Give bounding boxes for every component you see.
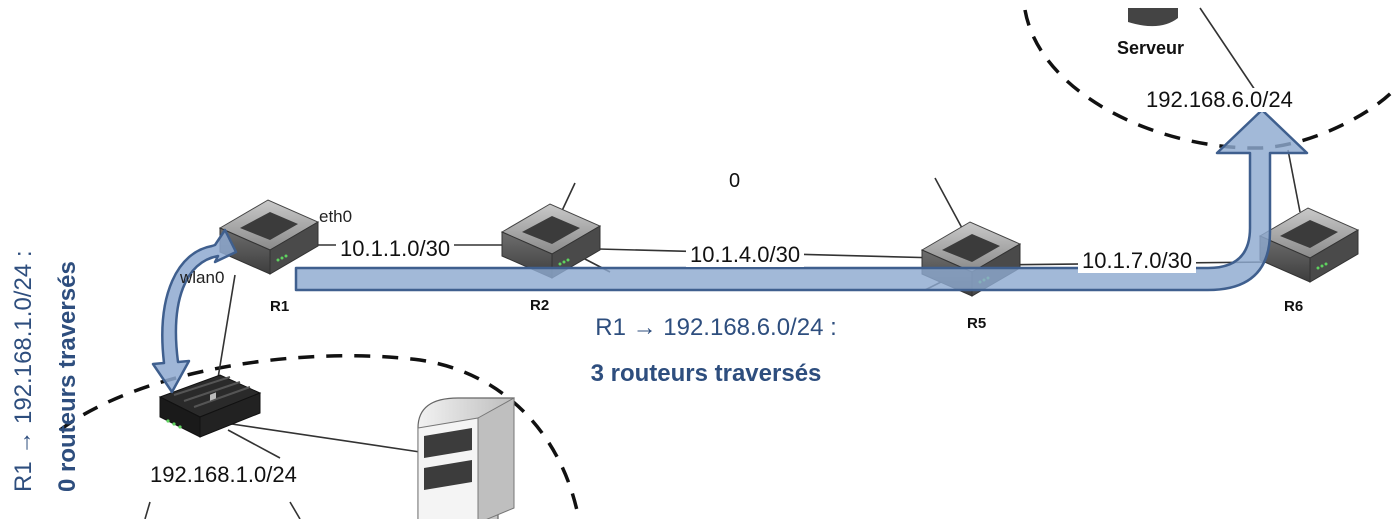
interface-label-wlan0: wlan0: [180, 268, 225, 287]
switch-icon: [158, 374, 262, 438]
router-r6-icon[interactable]: [1258, 207, 1360, 283]
network-label-r1-r2: 10.1.1.0/30: [336, 237, 455, 261]
network-label-server-lan: 192.168.6.0/24: [1142, 88, 1297, 112]
router-label-r2: R2: [530, 297, 550, 314]
server-label: Serveur: [1117, 38, 1185, 58]
annotation-local-route: R1 → 192.168.1.0/24 : 0 routeurs travers…: [10, 251, 82, 493]
annotation-remote-route-line2: 3 routeurs traversés: [590, 360, 822, 387]
router-label-r6: R6: [1284, 298, 1304, 315]
network-label-left-lan: 192.168.1.0/24: [146, 463, 301, 487]
annotation-local-route-line1: R1 → 192.168.1.0/24 :: [10, 250, 37, 493]
left-lan-boundary: [58, 354, 580, 516]
annotation-remote-route: R1 → 192.168.6.0/24 : 3 routeurs travers…: [556, 314, 876, 388]
network-label-r5-r6: 10.1.7.0/30: [1078, 249, 1197, 273]
route-arrow-r1-to-left-lan: [151, 228, 238, 394]
network-label-r2-r5: 10.1.4.0/30: [686, 243, 805, 267]
interface-label-eth0: eth0: [319, 207, 353, 226]
server-icon: [417, 397, 515, 519]
router-label-r1: R1: [270, 298, 290, 315]
annotation-local-route-line2: 0 routeurs traversés: [54, 261, 81, 492]
server-lan-boundary: [1023, 9, 1394, 150]
server-top-icon: [1128, 8, 1178, 27]
router-r1-icon[interactable]: [218, 199, 320, 275]
router-r2-icon[interactable]: [500, 203, 602, 279]
route-arrow-r1-to-server-lan: [294, 108, 1309, 292]
router-label-r5: R5: [967, 315, 987, 332]
annotation-remote-route-line1: R1 → 192.168.6.0/24 :: [595, 314, 837, 341]
stray-label: 0: [729, 170, 741, 192]
